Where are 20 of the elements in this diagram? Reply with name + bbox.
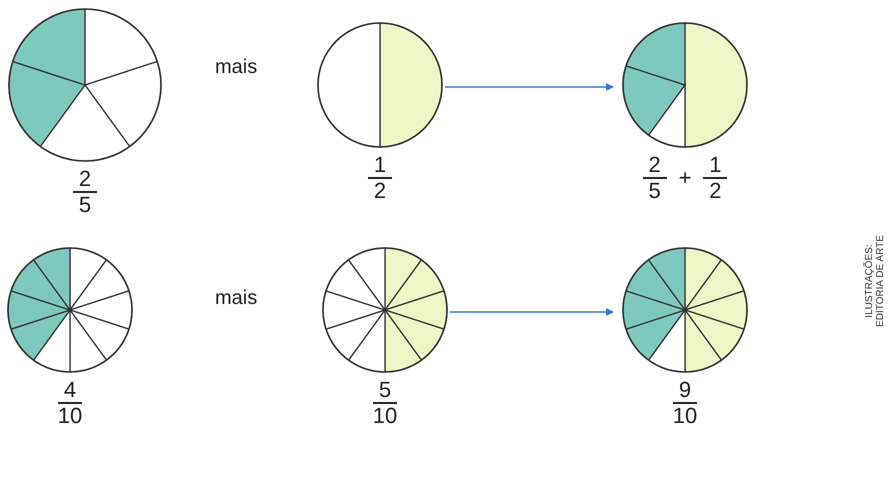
arrow bbox=[450, 308, 614, 316]
denominator: 10 bbox=[372, 404, 398, 428]
numerator: 4 bbox=[64, 378, 76, 402]
plus-sign: + bbox=[678, 165, 692, 191]
denominator: 5 bbox=[648, 179, 661, 203]
numerator: 1 bbox=[709, 153, 722, 177]
numerator: 2 bbox=[648, 153, 661, 177]
arrow bbox=[445, 83, 614, 91]
numerator: 5 bbox=[378, 378, 392, 402]
credit-note: ILUSTRAÇÕES: EDITORIA DE ARTE bbox=[864, 234, 886, 329]
denominator: 5 bbox=[78, 193, 92, 217]
denominator: 10 bbox=[58, 404, 82, 428]
denominator: 2 bbox=[709, 179, 722, 203]
word-label: mais bbox=[215, 56, 258, 79]
numerator: 1 bbox=[374, 153, 386, 177]
word-label: mais bbox=[215, 287, 258, 310]
denominator: 2 bbox=[374, 179, 386, 203]
denominator: 10 bbox=[672, 404, 698, 428]
numerator: 2 bbox=[78, 167, 92, 191]
numerator: 9 bbox=[678, 378, 692, 402]
